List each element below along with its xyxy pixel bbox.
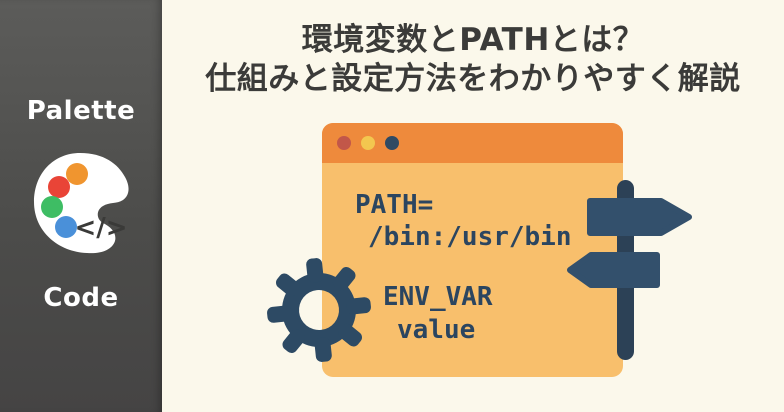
gear-icon [267, 258, 371, 362]
brand-name-bottom: Code [43, 283, 119, 313]
traffic-dot-navy-icon [385, 136, 399, 150]
traffic-dot-red-icon [337, 136, 351, 150]
signpost-arrow-left [567, 252, 660, 288]
code-line-path: PATH= [355, 190, 434, 220]
traffic-dot-yellow-icon [361, 136, 375, 150]
palette-dot-red [48, 176, 70, 198]
code-line-envvar: ENV_VAR [383, 282, 493, 312]
terminal-window-illustration: PATH= /bin:/usr/bin ENV_VAR value [322, 123, 623, 377]
title-line-2: 仕組みと設定方法をわかりやすく解説 [205, 61, 741, 97]
title-line-1: 環境変数とPATHとは？ [301, 22, 645, 58]
page-title: 環境変数とPATHとは？ 仕組みと設定方法をわかりやすく解説 [162, 21, 784, 99]
palette-dot-blue [55, 216, 77, 238]
code-glyph: </> [74, 213, 127, 243]
terminal-titlebar [322, 123, 623, 163]
signpost-icon [567, 180, 692, 360]
palette-dot-green [41, 196, 63, 218]
signpost-arrow-right [587, 198, 692, 236]
palette-code-icon: </> [34, 153, 129, 254]
code-line-bin: /bin:/usr/bin [368, 222, 572, 252]
brand-name-top: Palette [26, 96, 136, 126]
palette-dot-orange [66, 163, 88, 185]
brand-sidebar: Palette </> Code [0, 0, 162, 412]
code-line-value: value [397, 315, 476, 345]
